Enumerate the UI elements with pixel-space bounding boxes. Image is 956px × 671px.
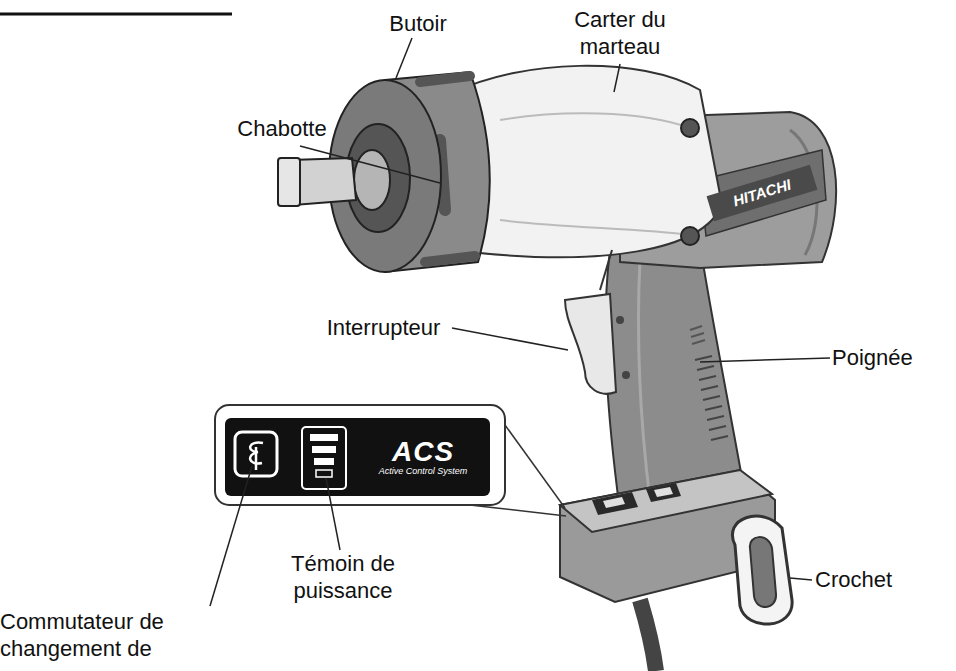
direction-marker xyxy=(622,371,630,379)
heading-rule xyxy=(0,13,232,16)
belt-hook-slot xyxy=(750,537,776,607)
system-logo: ACS xyxy=(392,437,454,468)
power-indicator xyxy=(302,427,346,489)
base-button-face xyxy=(654,487,673,497)
bumper-ring xyxy=(346,124,410,232)
bumper-rib xyxy=(425,256,475,262)
indicator-bar xyxy=(312,446,336,453)
mode-switch-icon xyxy=(250,443,263,470)
screw xyxy=(681,227,699,245)
bumper-rib xyxy=(420,76,470,82)
leader-lines xyxy=(210,38,830,606)
part-label: Commutateur de changement de xyxy=(0,608,215,662)
badge-plate xyxy=(700,150,826,236)
anvil-collar xyxy=(354,150,390,210)
inset-frame xyxy=(215,405,505,505)
control-panel xyxy=(225,418,490,496)
base-button xyxy=(592,492,638,515)
part-label: Carter du marteau xyxy=(565,6,675,60)
hammer-case-edge xyxy=(500,220,690,235)
indicator-bar xyxy=(316,470,332,477)
indicator-bar xyxy=(310,434,338,441)
part-label: Chabotte xyxy=(232,115,332,142)
part-label: Butoir xyxy=(378,10,458,37)
part-label: Interrupteur xyxy=(316,314,451,341)
logo-panel: ACSActive Control System xyxy=(362,426,484,488)
handle-seam xyxy=(638,260,650,500)
handle xyxy=(605,245,742,512)
base-button xyxy=(646,483,681,502)
hammer-case xyxy=(455,66,722,257)
trigger-guard xyxy=(600,250,612,290)
indicator-bar xyxy=(314,458,334,465)
direction-marker xyxy=(616,316,624,324)
part-label: Poignée xyxy=(832,344,942,371)
screw xyxy=(681,119,699,137)
system-name: Active Control System xyxy=(379,467,468,477)
power-cord xyxy=(640,600,656,671)
inset-pointer xyxy=(505,425,565,508)
trigger xyxy=(565,294,616,394)
belt-hook xyxy=(732,516,792,624)
inset-pointer xyxy=(470,505,566,516)
base-button-face xyxy=(603,497,625,508)
handle-ridges xyxy=(690,326,705,344)
part-label: Crochet xyxy=(815,566,925,593)
mode-switch xyxy=(235,432,277,476)
grip-texture xyxy=(695,356,728,440)
anvil-end xyxy=(278,158,300,206)
hammer-case-edge xyxy=(500,113,690,128)
part-label: Témoin de puissance xyxy=(283,550,403,604)
